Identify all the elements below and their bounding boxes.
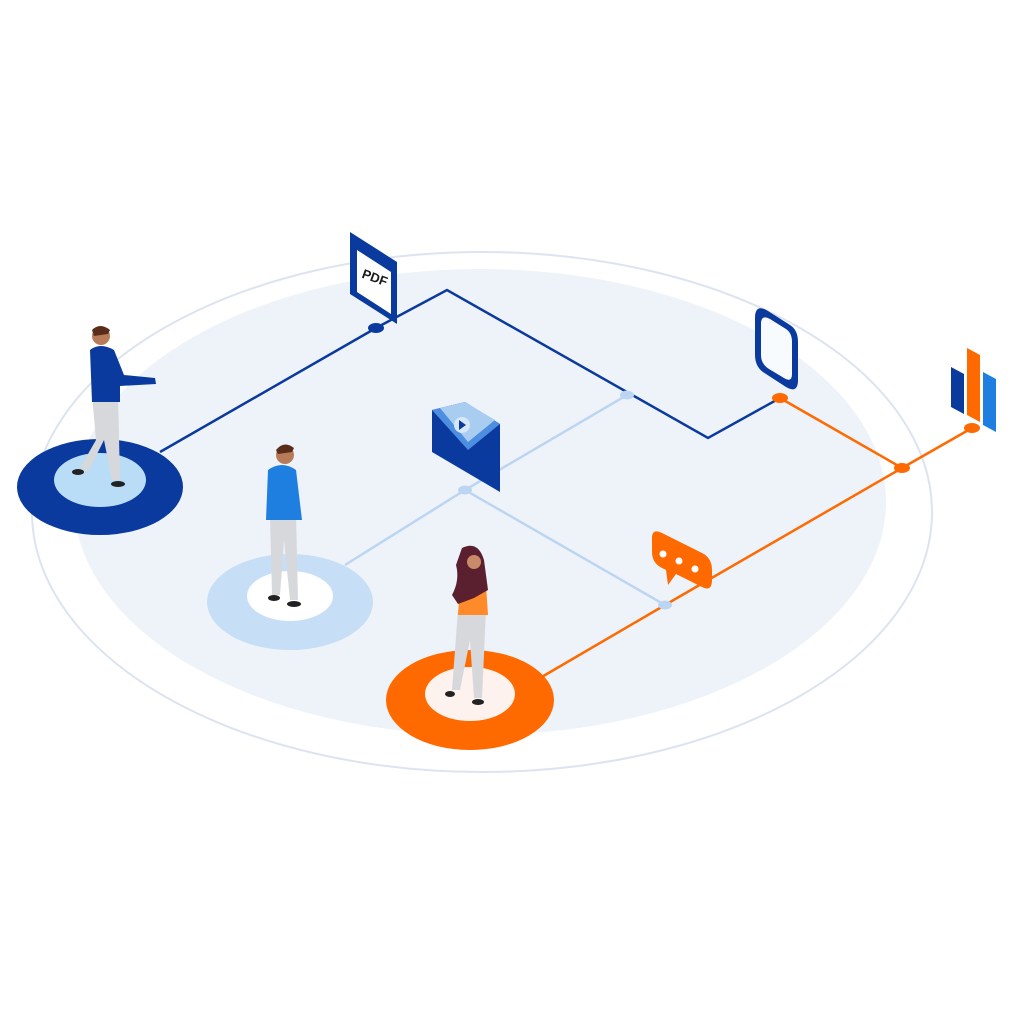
pdf-document-icon: PDF [350, 232, 397, 324]
node-dot [772, 393, 788, 403]
person-man-standing [266, 444, 302, 607]
envelope-icon [432, 402, 500, 492]
node-dot [458, 485, 472, 495]
chat-bubble-icon [652, 531, 712, 589]
node-dot [368, 323, 384, 333]
blue-connection-line [159, 288, 781, 454]
bar-chart-icon [951, 348, 996, 432]
node-dot [894, 463, 910, 473]
platform-dark-blue [17, 439, 183, 535]
platform-orange [386, 650, 554, 750]
node-dot [620, 390, 634, 400]
node-dot [658, 600, 672, 610]
person-man-pointing [72, 326, 156, 487]
person-woman [445, 545, 488, 705]
tablet-icon [755, 308, 798, 390]
node-dot [964, 423, 980, 433]
